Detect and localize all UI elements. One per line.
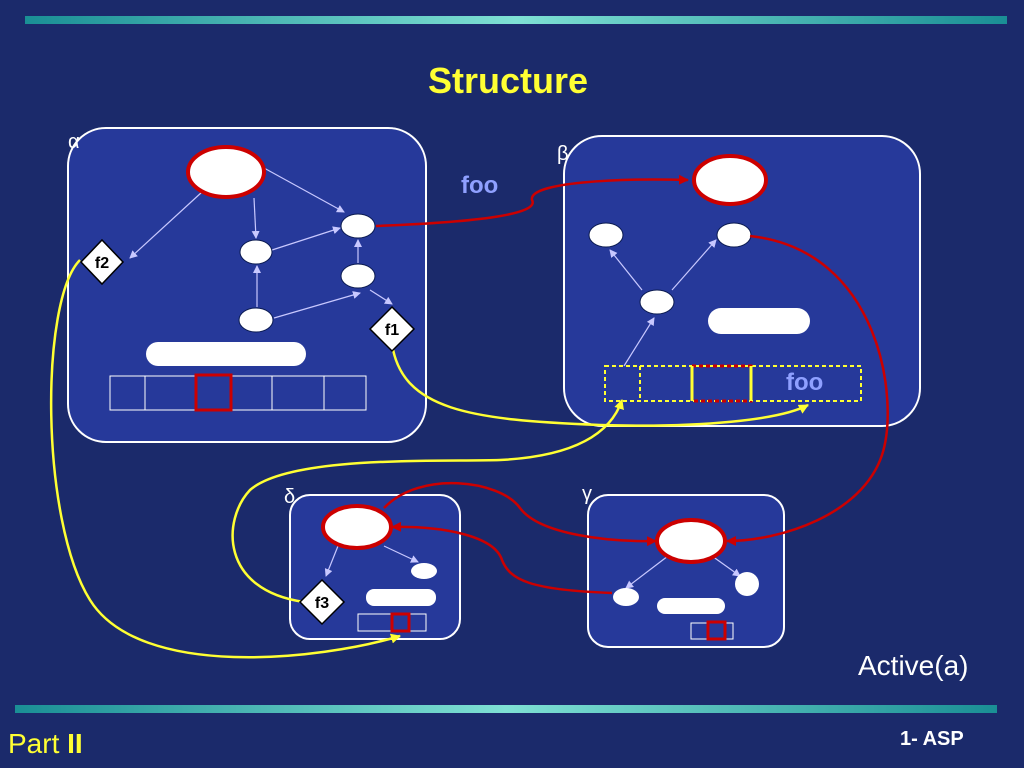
footer-part: Part II (8, 728, 83, 760)
beta-object (716, 222, 752, 248)
request-call-label: foo (461, 172, 498, 199)
delta-active-object (321, 504, 393, 550)
delta-references (324, 545, 419, 577)
future-link-f3 (231, 399, 624, 604)
beta-object (588, 222, 624, 248)
footer-section: 1- ASP (900, 728, 964, 750)
gamma-object (735, 572, 759, 596)
alpha-references (129, 167, 393, 319)
request-link-beta-to-gamma (726, 234, 889, 546)
delta-current-request (390, 612, 411, 633)
future-f2: f2 (79, 238, 125, 286)
beta-references (609, 239, 717, 367)
activity-gamma-label: γ (582, 483, 592, 505)
request-link-alpha-to-beta (375, 174, 689, 228)
top-rule (25, 16, 1007, 24)
gamma-references (625, 555, 741, 589)
future-link-f2 (49, 259, 401, 659)
footer-part-numeral: II (67, 728, 83, 759)
request-link-gamma-to-delta (391, 521, 613, 595)
alpha-active-object (186, 145, 266, 199)
beta-object (639, 289, 675, 315)
activity-beta-label: β (557, 143, 569, 165)
alpha-body-bar (146, 342, 306, 366)
delta-object (411, 563, 437, 579)
alpha-object (239, 239, 273, 265)
alpha-current-request (194, 373, 233, 412)
bottom-rule (15, 705, 997, 713)
beta-active-object (692, 154, 768, 206)
gamma-current-request (706, 620, 727, 641)
footer-part-label: Part (8, 728, 60, 759)
future-f3-label: f3 (315, 595, 329, 612)
activity-delta-label: δ (284, 486, 295, 508)
slide-title: Structure (427, 60, 589, 101)
alpha-object (238, 307, 274, 333)
gamma-active-object (655, 518, 727, 564)
alpha-object (340, 263, 376, 289)
activity-alpha-label: α (68, 131, 80, 153)
future-f1-label: f1 (385, 322, 399, 339)
beta-body-bar (708, 308, 810, 334)
caption: Active(a) (858, 650, 969, 681)
alpha-object (340, 213, 376, 239)
future-link-f1 (390, 343, 809, 427)
future-f2-label: f2 (95, 255, 109, 272)
activity-gamma-box (587, 494, 785, 648)
gamma-object (613, 588, 639, 606)
queued-request-label: foo (786, 369, 823, 396)
delta-body-bar (366, 589, 436, 606)
future-f3: f3 (298, 578, 346, 626)
gamma-body-bar (657, 598, 725, 614)
activity-beta-box (563, 135, 921, 427)
request-link-delta-to-gamma (383, 481, 657, 547)
future-f1: f1 (368, 305, 416, 353)
